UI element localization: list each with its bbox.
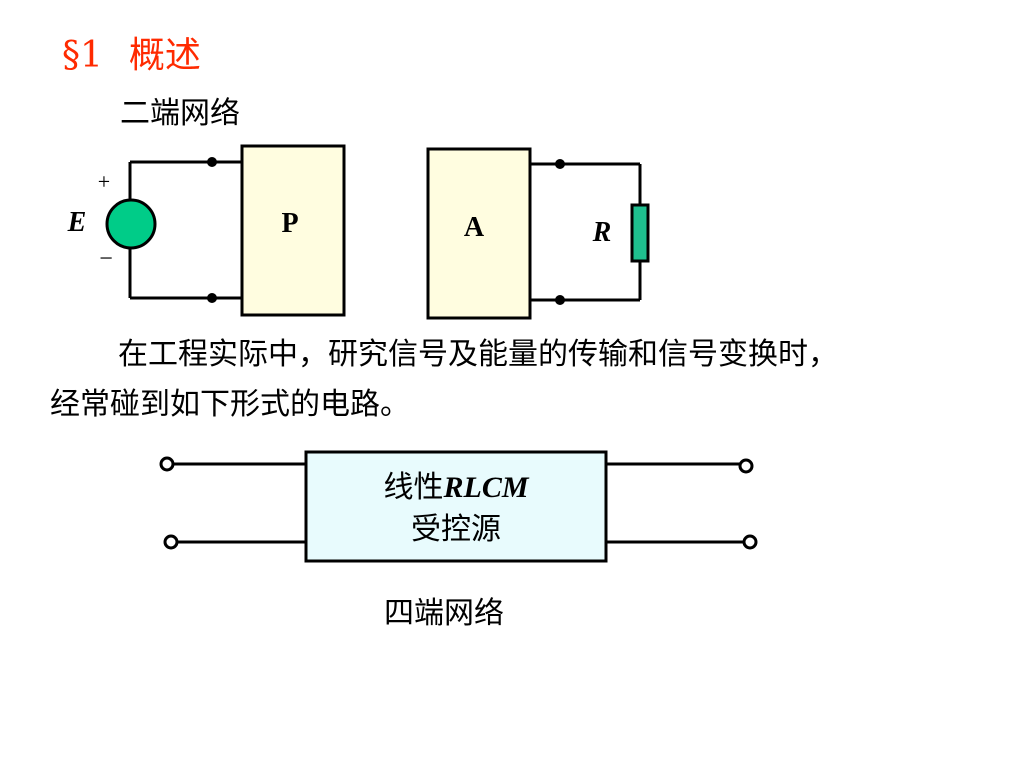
source-circuit: + − E P bbox=[67, 144, 346, 317]
open-terminal bbox=[159, 456, 175, 472]
paragraph-line-2: 经常碰到如下形式的电路。 bbox=[50, 387, 410, 422]
open-terminal bbox=[742, 534, 758, 550]
terminal-node bbox=[555, 295, 565, 305]
terminal-node bbox=[207, 157, 217, 167]
box-p bbox=[240, 144, 346, 317]
voltage-source-symbol bbox=[105, 198, 157, 250]
open-terminal bbox=[738, 458, 754, 474]
resistor-symbol bbox=[630, 203, 650, 263]
resistor-label: R bbox=[592, 217, 612, 248]
terminal-node bbox=[207, 293, 217, 303]
paragraph-line-1: 在工程实际中，研究信号及能量的传输和信号变换时， bbox=[118, 337, 838, 372]
four-terminal-network: 线性RLCM 受控源 bbox=[159, 450, 758, 563]
box-a-label: A bbox=[464, 212, 485, 243]
terminal-node bbox=[555, 159, 565, 169]
four-terminal-box bbox=[304, 450, 608, 563]
source-label: E bbox=[67, 207, 87, 238]
box-a bbox=[426, 147, 532, 320]
page-title: §1 概述 bbox=[62, 26, 201, 78]
minus-sign: − bbox=[99, 246, 113, 272]
four-terminal-caption: 四端网络 bbox=[384, 596, 504, 631]
load-circuit: A R bbox=[426, 147, 650, 320]
box-line-1: 线性RLCM bbox=[383, 470, 529, 505]
box-line-2: 受控源 bbox=[411, 512, 501, 547]
body-paragraph: 在工程实际中，研究信号及能量的传输和信号变换时， 经常碰到如下形式的电路。 bbox=[50, 330, 838, 430]
section-number: §1 bbox=[62, 35, 103, 76]
section-title: 概述 bbox=[128, 35, 201, 76]
plus-sign: + bbox=[98, 169, 110, 194]
open-terminal bbox=[163, 534, 179, 550]
two-terminal-heading: 二端网络 bbox=[120, 96, 240, 131]
box-p-label: P bbox=[281, 208, 298, 239]
